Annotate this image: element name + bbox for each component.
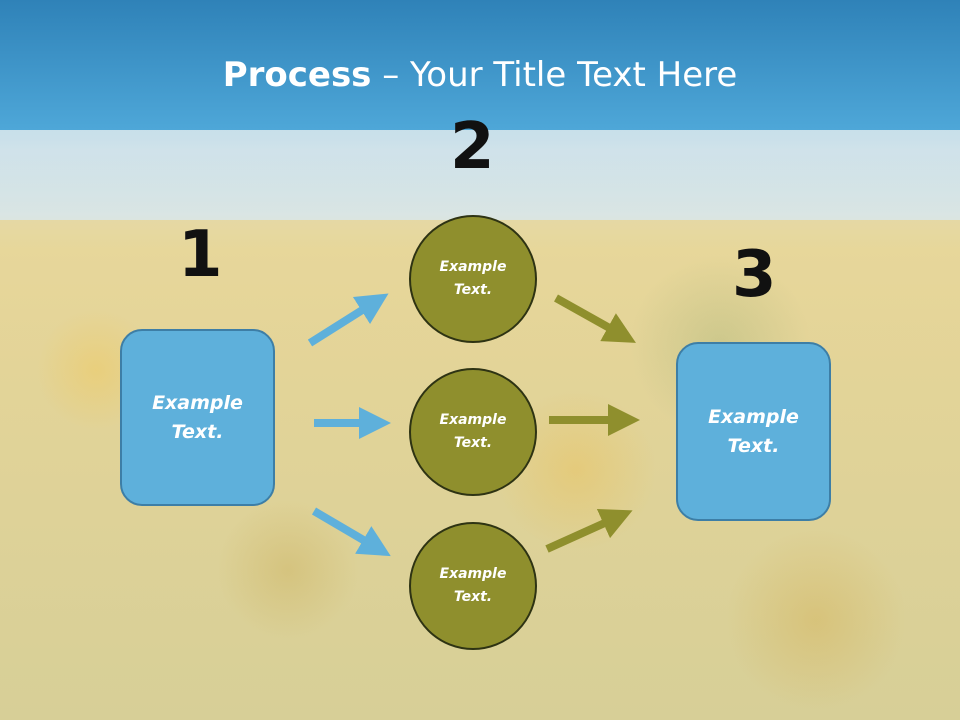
horizon-haze: [0, 130, 960, 220]
box-right-text: Example Text.: [708, 405, 799, 457]
step-number-1: 1: [178, 218, 223, 292]
process-box-right: Example Text.: [676, 342, 831, 521]
box-left-text: Example Text.: [152, 391, 243, 443]
arrow-left-to-top: [307, 293, 389, 347]
step-number-3: 3: [732, 238, 777, 312]
circle-bottom-text: Example Text.: [439, 566, 507, 605]
title-bold: Process: [222, 55, 372, 95]
process-box-left: Example Text.: [120, 329, 275, 506]
title-rest: – Your Title Text Here: [371, 55, 738, 95]
arrow-bottom-to-right: [545, 508, 633, 553]
step-number-2: 2: [450, 110, 495, 184]
sky-background: [0, 0, 960, 130]
slide-title: Process – Your Title Text Here: [0, 55, 960, 95]
process-circle-middle: Example Text.: [409, 368, 537, 496]
arrow-left-to-bottom: [311, 507, 391, 557]
circle-middle-text: Example Text.: [439, 412, 507, 451]
arrow-top-to-right: [554, 294, 636, 343]
circle-top-text: Example Text.: [439, 259, 507, 298]
process-circle-bottom: Example Text.: [409, 522, 537, 650]
process-circle-top: Example Text.: [409, 215, 537, 343]
